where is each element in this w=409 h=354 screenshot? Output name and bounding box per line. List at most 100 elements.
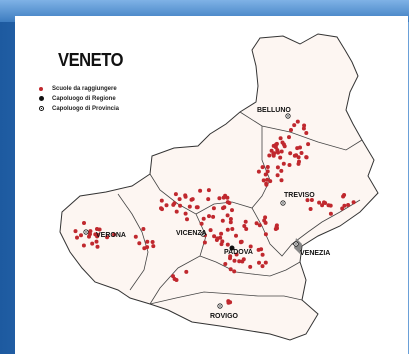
- school-dot: [298, 145, 302, 150]
- school-dot: [82, 221, 86, 225]
- school-dot: [265, 169, 270, 174]
- school-dot: [94, 239, 99, 244]
- school-dot: [308, 207, 313, 211]
- school-dot: [232, 258, 237, 263]
- school-dot: [289, 128, 293, 132]
- school-dot: [228, 267, 233, 272]
- school-dot: [275, 149, 280, 154]
- school-dot: [254, 221, 259, 226]
- school-dot: [185, 217, 189, 222]
- school-dot: [190, 197, 195, 202]
- school-dot: [219, 242, 224, 247]
- school-dot: [211, 206, 216, 211]
- school-dot: [328, 211, 333, 216]
- school-dot: [105, 235, 110, 240]
- school-dot: [317, 200, 322, 205]
- school-dot: [95, 227, 99, 231]
- school-dot: [292, 123, 297, 128]
- school-dot: [220, 218, 225, 223]
- school-dot: [232, 269, 237, 274]
- school-dot: [275, 173, 280, 178]
- school-dot: [264, 182, 269, 187]
- school-dot: [177, 197, 182, 202]
- filled-circle-icon: [37, 96, 45, 101]
- school-dot: [174, 209, 179, 214]
- school-dot: [275, 226, 279, 231]
- region-outline: [59, 33, 379, 341]
- legend-item-schools: Scuole da raggiungere: [37, 84, 119, 93]
- school-dot: [145, 245, 150, 250]
- school-dot: [257, 260, 261, 265]
- school-dot: [263, 232, 268, 237]
- school-dot: [241, 257, 246, 262]
- school-dot: [173, 192, 178, 197]
- school-dot: [256, 247, 261, 252]
- school-dot: [198, 188, 203, 193]
- school-dot: [221, 195, 226, 200]
- school-dot: [279, 149, 284, 154]
- school-dot: [269, 148, 274, 153]
- school-dot: [342, 203, 347, 208]
- school-dot: [81, 243, 86, 248]
- school-dot: [87, 234, 91, 239]
- school-dot: [234, 252, 239, 257]
- school-dot: [194, 205, 199, 210]
- school-dot: [275, 165, 280, 170]
- school-dot: [88, 229, 93, 234]
- school-dot: [287, 135, 291, 140]
- school-dot: [225, 242, 230, 247]
- school-dot: [211, 214, 216, 219]
- school-dot: [280, 140, 285, 145]
- school-dot: [228, 256, 232, 261]
- city-label-treviso: TREVISO: [284, 192, 315, 199]
- school-dot: [187, 204, 192, 209]
- school-dot: [278, 136, 283, 141]
- school-dot: [346, 203, 351, 207]
- school-dot: [75, 235, 79, 240]
- school-dot: [214, 238, 219, 242]
- school-dot: [265, 165, 270, 169]
- school-dot: [218, 235, 223, 240]
- school-dot: [295, 119, 300, 124]
- school-dot: [206, 188, 211, 193]
- school-dot: [73, 229, 78, 234]
- province-capital-markers: [83, 113, 299, 309]
- school-dot: [199, 221, 204, 226]
- circled-dot-icon: [37, 106, 45, 111]
- school-dot: [242, 224, 247, 228]
- school-dot: [202, 240, 207, 245]
- school-dot: [309, 198, 314, 202]
- school-dot: [219, 231, 224, 236]
- school-dot: [223, 262, 228, 266]
- school-dot: [260, 165, 265, 170]
- school-dot: [248, 264, 253, 269]
- school-dot: [206, 197, 211, 202]
- school-dot: [302, 123, 307, 128]
- school-dot: [244, 227, 249, 231]
- school-dot: [228, 220, 233, 225]
- school-dot: [93, 232, 98, 237]
- school-dot: [208, 228, 213, 233]
- school-dot: [237, 259, 242, 264]
- school-dot: [305, 198, 310, 203]
- school-dot: [178, 203, 183, 208]
- school-dot: [273, 145, 278, 150]
- school-dot: [243, 219, 248, 224]
- school-dot: [222, 205, 227, 210]
- school-dot: [90, 241, 95, 246]
- school-dot: [141, 227, 146, 231]
- legend-label-schools: Scuole da raggiungere: [52, 85, 117, 92]
- map-legend: Scuole da raggiungere Capoluogo di Regio…: [37, 84, 119, 114]
- legend-label-region-capital: Capoluogo di Regione: [52, 95, 116, 102]
- school-dot: [267, 153, 272, 158]
- school-dot: [184, 269, 189, 274]
- school-dot: [263, 220, 268, 225]
- school-dot: [260, 252, 265, 257]
- school-dot: [212, 234, 217, 239]
- school-dot: [248, 244, 253, 249]
- school-dot: [304, 131, 309, 135]
- school-dot: [112, 232, 117, 237]
- school-dot: [297, 159, 301, 164]
- map-title: VENETO: [58, 50, 124, 70]
- school-dot: [340, 206, 345, 211]
